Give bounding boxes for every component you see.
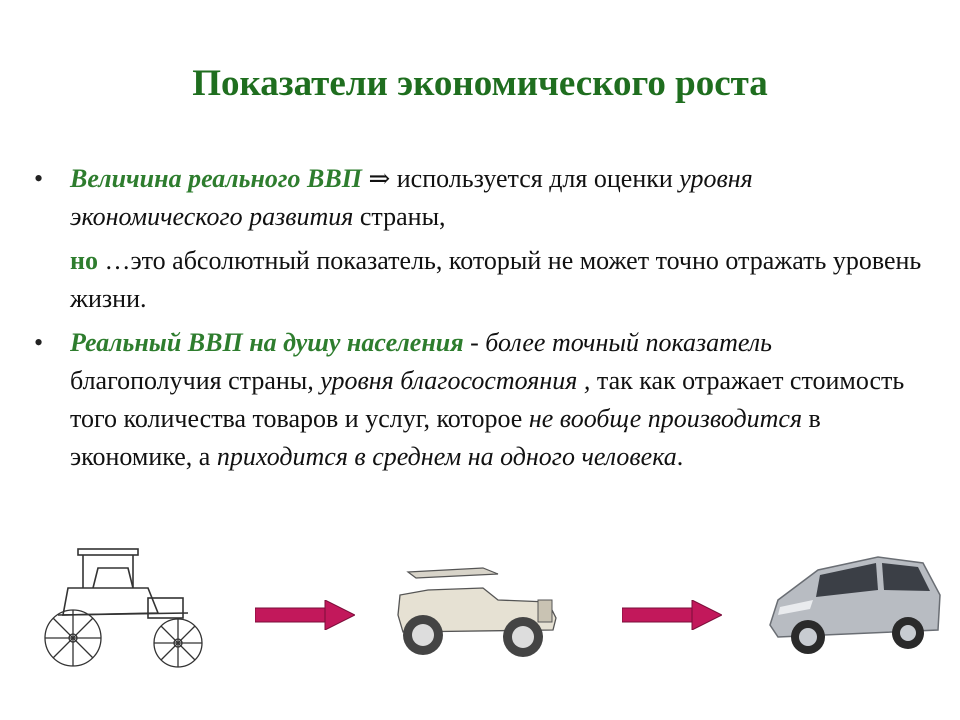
car-evolution-row (0, 535, 960, 695)
bullet2-text-b: так как отражает стоимость того количест… (70, 366, 905, 433)
right-arrow-icon (622, 600, 722, 630)
bullet1-text-a: используется для оценки (390, 164, 680, 193)
modern-car-illustration (769, 556, 941, 654)
antique-car-illustration (44, 548, 203, 668)
term-real-gdp: Величина реального ВВП (70, 164, 362, 193)
slide-title: Показатели экономического роста (192, 63, 768, 104)
but-word: но (70, 246, 98, 275)
bullet1-text-b: страны, (353, 202, 446, 231)
bullet1-text-c: …это абсолютный показатель, который не м… (70, 246, 922, 313)
bullet2-ital-b: , уровня благосостояния , (307, 366, 591, 395)
implies-arrow: ⇒ (368, 164, 391, 193)
bullet2-ital-c: не вообще производится (528, 404, 803, 433)
vintage-car-illustration (397, 567, 557, 657)
bullet2-ital-d: приходится в среднем на одного человека (216, 442, 677, 471)
bullet-dot: • (34, 328, 44, 357)
bullet2-text-c: в экономике, а (70, 404, 821, 471)
right-arrow-icon (255, 600, 355, 630)
bullet1-continuation: но …это абсолютный показатель, который н… (70, 242, 930, 318)
bullet2-ital-a: - более точный показатель (463, 328, 772, 357)
bullet2-text-d: . (676, 442, 684, 471)
bullet2-text-a: благополучия страны (70, 366, 308, 395)
term-gdp-per-capita: Реальный ВВП на душу населения (70, 328, 464, 357)
bullet-list: • Величина реального ВВП ⇒ используется … (30, 160, 930, 476)
bullet1-ital-a: уровня экономического развития (70, 164, 753, 231)
bullet-gdp-per-capita: • Реальный ВВП на душу населения - более… (30, 324, 930, 476)
bullet-real-gdp: • Величина реального ВВП ⇒ используется … (30, 160, 930, 318)
bullet-dot: • (34, 164, 44, 193)
